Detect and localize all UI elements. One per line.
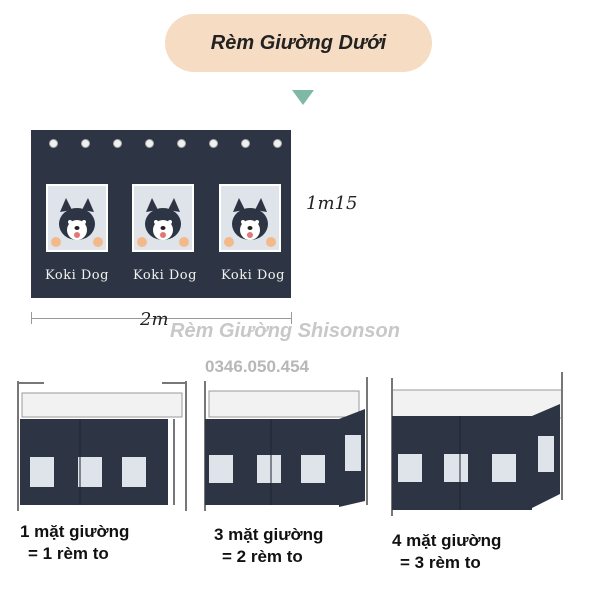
dog-poster	[132, 184, 194, 252]
bed-illustration-1	[17, 381, 187, 511]
koki-dog-label: Koki Dog	[45, 268, 109, 283]
width-dimension: 2m	[140, 309, 169, 330]
height-dimension: 1m15	[306, 193, 358, 214]
down-arrow-icon	[292, 90, 314, 105]
ring-icon	[81, 139, 90, 148]
dog-poster	[46, 184, 108, 252]
width-dimension-line	[31, 318, 291, 319]
bed-caption-line2: = 2 rèm to	[222, 547, 303, 566]
ring-icon	[273, 139, 282, 148]
bed-caption-line1: 4 mặt giường	[392, 531, 502, 550]
bed-illustration-3	[391, 372, 563, 516]
bed-caption-2: 3 mặt giường = 2 rèm to	[214, 524, 323, 568]
bed-caption-3: 4 mặt giường = 3 rèm to	[392, 530, 501, 574]
bed-caption-line1: 1 mặt giường	[20, 522, 130, 541]
bed-caption-1: 1 mặt giường = 1 rèm to	[20, 521, 129, 565]
watermark-text: Rèm Giường Shisonson	[170, 320, 400, 342]
bed-caption-line1: 3 mặt giường	[214, 525, 324, 544]
dog-face-icon	[134, 186, 192, 250]
page-title: Rèm Giường Dưới	[210, 31, 387, 54]
ring-icon	[145, 139, 154, 148]
dimension-tick	[291, 312, 292, 324]
ring-icon	[113, 139, 122, 148]
bed-caption-line2: = 1 rèm to	[28, 544, 109, 563]
ring-icon	[241, 139, 250, 148]
dog-face-icon	[221, 186, 279, 250]
koki-dog-label: Koki Dog	[221, 268, 285, 283]
curtain-sample: Koki Dog Koki Dog Koki Dog	[31, 130, 291, 298]
dimension-tick	[31, 312, 32, 324]
ring-icon	[49, 139, 58, 148]
dog-poster	[219, 184, 281, 252]
title-badge: Rèm Giường Dưới	[165, 14, 432, 72]
bed-caption-line2: = 3 rèm to	[400, 553, 481, 572]
koki-dog-label: Koki Dog	[133, 268, 197, 283]
ring-icon	[209, 139, 218, 148]
watermark-phone: 0346.050.454	[205, 357, 309, 376]
bed-illustration-2	[204, 377, 368, 511]
ring-icon	[177, 139, 186, 148]
dog-face-icon	[48, 186, 106, 250]
